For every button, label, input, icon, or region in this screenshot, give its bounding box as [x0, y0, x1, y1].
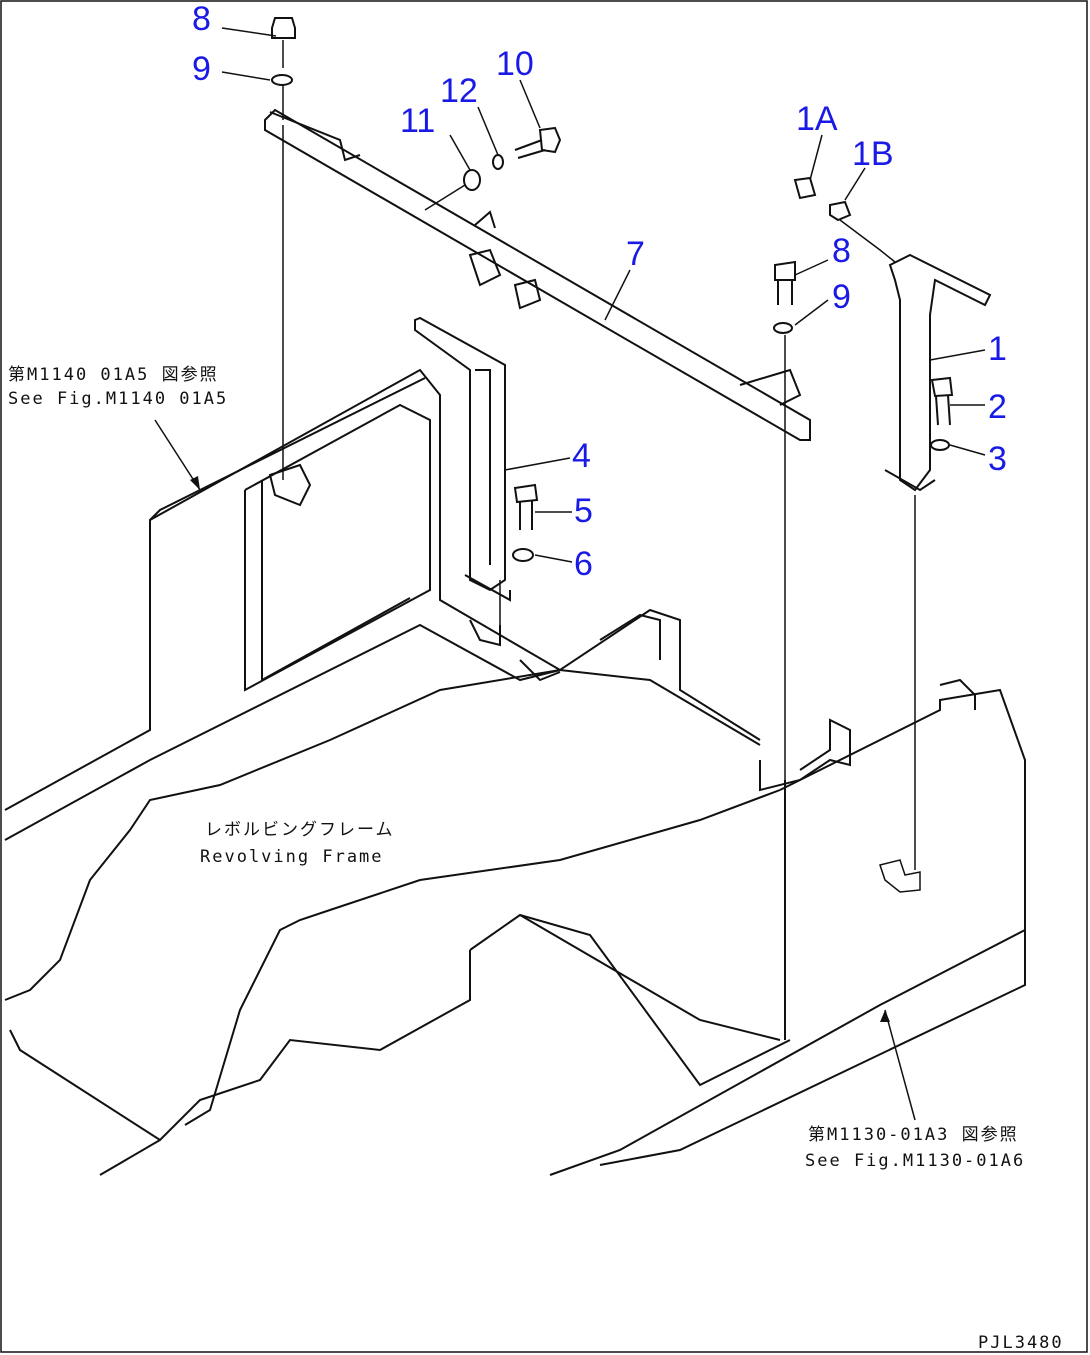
callout-8-right: 8 [832, 232, 851, 270]
ref-right-jp: 第M1130-01A3 図参照 [808, 1125, 1019, 1145]
callout-1B: 1B [852, 135, 894, 173]
ref-right-en: See Fig.M1130-01A6 [805, 1151, 1025, 1171]
callout-5: 5 [574, 492, 593, 530]
leader-lines [154, 27, 986, 1121]
callout-4: 4 [572, 437, 591, 475]
callout-8-top: 8 [192, 0, 211, 38]
frame-label-jp: レボルビングフレーム [205, 820, 395, 840]
drawing-code: PJL3480 [978, 1333, 1064, 1353]
part-7-bracket [264, 108, 811, 441]
frame-label-en: Revolving Frame [200, 847, 384, 867]
callout-7: 7 [626, 235, 645, 273]
assembly-lines [282, 85, 916, 870]
callout-1: 1 [988, 330, 1007, 368]
revolving-frame [4, 368, 1026, 1176]
callout-1A: 1A [796, 100, 838, 138]
callout-12: 12 [440, 72, 478, 110]
ref-left-jp: 第M1140 01A5 図参照 [8, 365, 219, 385]
callout-10: 10 [496, 45, 534, 83]
ref-left-en: See Fig.M1140 01A5 [8, 389, 228, 409]
callout-6: 6 [574, 545, 593, 583]
part-4-stay [414, 316, 511, 602]
mark-symbol [879, 859, 921, 893]
callout-3: 3 [988, 440, 1007, 478]
callout-9-right: 9 [832, 278, 851, 316]
callout-9-top: 9 [192, 50, 211, 88]
callout-11: 11 [400, 102, 435, 140]
part-1-stay [884, 253, 992, 492]
callout-2: 2 [988, 388, 1007, 426]
fasteners [271, 17, 954, 562]
